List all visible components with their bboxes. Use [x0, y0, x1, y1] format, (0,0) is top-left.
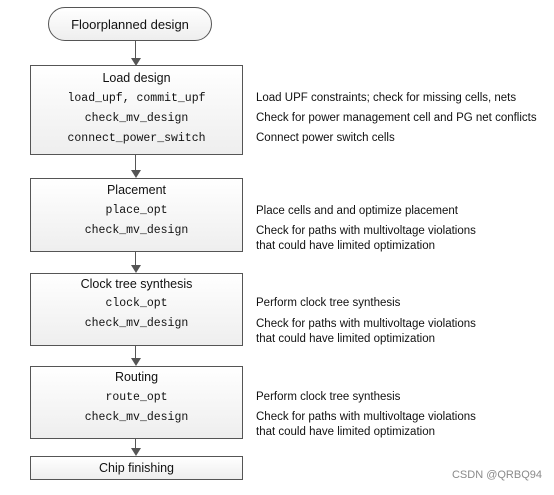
connector-cts-to-routing — [135, 346, 136, 358]
command: connect_power_switch — [67, 132, 206, 145]
description: Perform clock tree synthesis — [256, 297, 401, 309]
stage-routing: Routing route_opt check_mv_design — [30, 366, 243, 439]
stage-clock-tree-synthesis: Clock tree synthesis clock_opt check_mv_… — [30, 273, 243, 346]
command: check_mv_design — [84, 317, 189, 330]
stage-chip-finishing: Chip finishing — [30, 456, 243, 480]
stage-title: Placement — [106, 183, 167, 197]
arrowhead-routing — [131, 358, 141, 366]
stage-title: Load design — [102, 71, 171, 85]
description: Check for paths with multivoltage violat… — [256, 411, 476, 423]
connector-placement-to-cts — [135, 252, 136, 265]
command: check_mv_design — [84, 224, 189, 237]
command: check_mv_design — [84, 411, 189, 424]
description: that could have limited optimization — [256, 240, 435, 252]
start-label: Floorplanned design — [71, 16, 189, 32]
description: that could have limited optimization — [256, 333, 435, 345]
stage-title: Clock tree synthesis — [80, 277, 193, 291]
end-label: Chip finishing — [98, 461, 175, 475]
stage-title: Routing — [114, 370, 159, 384]
command: check_mv_design — [84, 112, 189, 125]
description: Check for paths with multivoltage violat… — [256, 225, 476, 237]
description: Check for power management cell and PG n… — [256, 112, 537, 124]
command: clock_opt — [105, 297, 168, 310]
connector-start-to-load — [135, 41, 136, 58]
start-node-floorplanned-design: Floorplanned design — [48, 7, 212, 41]
description: Connect power switch cells — [256, 132, 395, 144]
watermark: CSDN @QRBQ94 — [451, 469, 542, 481]
stage-placement: Placement place_opt check_mv_design — [30, 178, 243, 252]
arrowhead-placement — [131, 170, 141, 178]
description: Load UPF constraints; check for missing … — [256, 92, 517, 104]
description: Check for paths with multivoltage violat… — [256, 318, 476, 330]
arrowhead-cts — [131, 265, 141, 273]
command: load_upf, commit_upf — [67, 92, 206, 105]
arrowhead-load — [131, 58, 141, 66]
stage-load-design: Load design load_upf, commit_upf check_m… — [30, 65, 243, 155]
command: place_opt — [105, 204, 168, 217]
description: Perform clock tree synthesis — [256, 391, 401, 403]
command: route_opt — [105, 391, 168, 404]
arrowhead-finishing — [131, 448, 141, 456]
connector-load-to-placement — [135, 155, 136, 170]
description: that could have limited optimization — [256, 426, 435, 438]
connector-routing-to-finishing — [135, 439, 136, 448]
description: Place cells and and optimize placement — [256, 205, 459, 217]
